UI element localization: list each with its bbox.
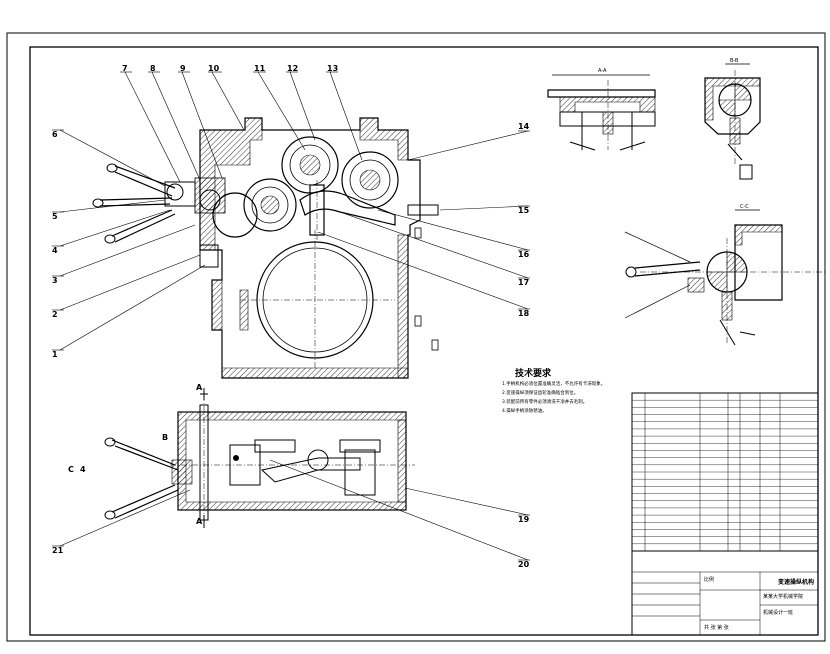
part-number-6: 6 <box>52 130 58 139</box>
scale-label: 比例 <box>704 577 715 583</box>
part-number-9: 9 <box>180 64 186 73</box>
class-name: 机械设计一班 <box>763 610 794 616</box>
part-number-20: 20 <box>518 560 530 569</box>
section-label-a: A-A <box>598 68 607 74</box>
section-a-view <box>547 74 656 151</box>
tech-requirement-line: 3.装配前所有零件必须清洗干净并去毛刺。 <box>502 400 588 405</box>
part-number-7: 7 <box>122 64 128 73</box>
plan-marker-c: C <box>68 465 74 474</box>
part-number-21: 21 <box>52 546 64 555</box>
section-label-b: B-B <box>730 58 739 64</box>
section-label-c: C-C <box>740 204 749 210</box>
part-number-3: 3 <box>52 276 58 285</box>
drawing-title: 变速操纵机构 <box>778 579 815 586</box>
part-number-18: 18 <box>518 309 530 318</box>
part-number-labels: 1 2 3 4 5 6 7 8 9 10 11 12 13 14 15 16 1… <box>52 64 530 569</box>
parts-list-rows <box>632 399 818 545</box>
part-number-4: 4 <box>52 246 58 255</box>
section-b-view <box>704 63 761 180</box>
part-number-10: 10 <box>208 64 220 73</box>
sheet-label: 共 张 第 张 <box>704 625 729 631</box>
tech-requirements-title: 技术要求 <box>515 369 552 379</box>
section-c-view <box>624 209 825 346</box>
outer-border <box>6 32 826 642</box>
main-view <box>92 117 439 379</box>
part-number-1: 1 <box>52 350 58 359</box>
tech-requirement-line: 1.手柄机构必须位置准确灵活，不允许有卡滞现象。 <box>502 382 606 387</box>
part-number-11: 11 <box>254 64 266 73</box>
part-number-15: 15 <box>518 206 530 215</box>
part-number-19: 19 <box>518 515 530 524</box>
section-labels: A-A B-B C-C A A B C 4 <box>68 58 749 526</box>
part-number-2: 2 <box>52 310 58 319</box>
part-number-14: 14 <box>518 122 530 131</box>
part-number-16: 16 <box>518 250 530 259</box>
part-number-8: 8 <box>150 64 156 73</box>
part-number-12: 12 <box>287 64 298 73</box>
part-number-5: 5 <box>52 212 58 221</box>
plan-view <box>104 388 415 528</box>
part-number-13: 13 <box>327 64 338 73</box>
part-number-17: 17 <box>518 278 529 287</box>
plan-marker-b: B <box>162 433 168 442</box>
inner-border <box>29 46 819 636</box>
plan-marker-a-top: A <box>196 383 203 392</box>
plan-marker-c-arrow: 4 <box>80 465 86 474</box>
plan-marker-a-bottom: A <box>196 517 203 526</box>
school-name: 某某大学机械学院 <box>763 594 804 600</box>
tech-requirement-line: 4.操纵手柄涂防锈油。 <box>502 409 547 414</box>
tech-requirement-line: 2.变速操纵须保证齿轮准确啮合到位。 <box>502 391 579 396</box>
